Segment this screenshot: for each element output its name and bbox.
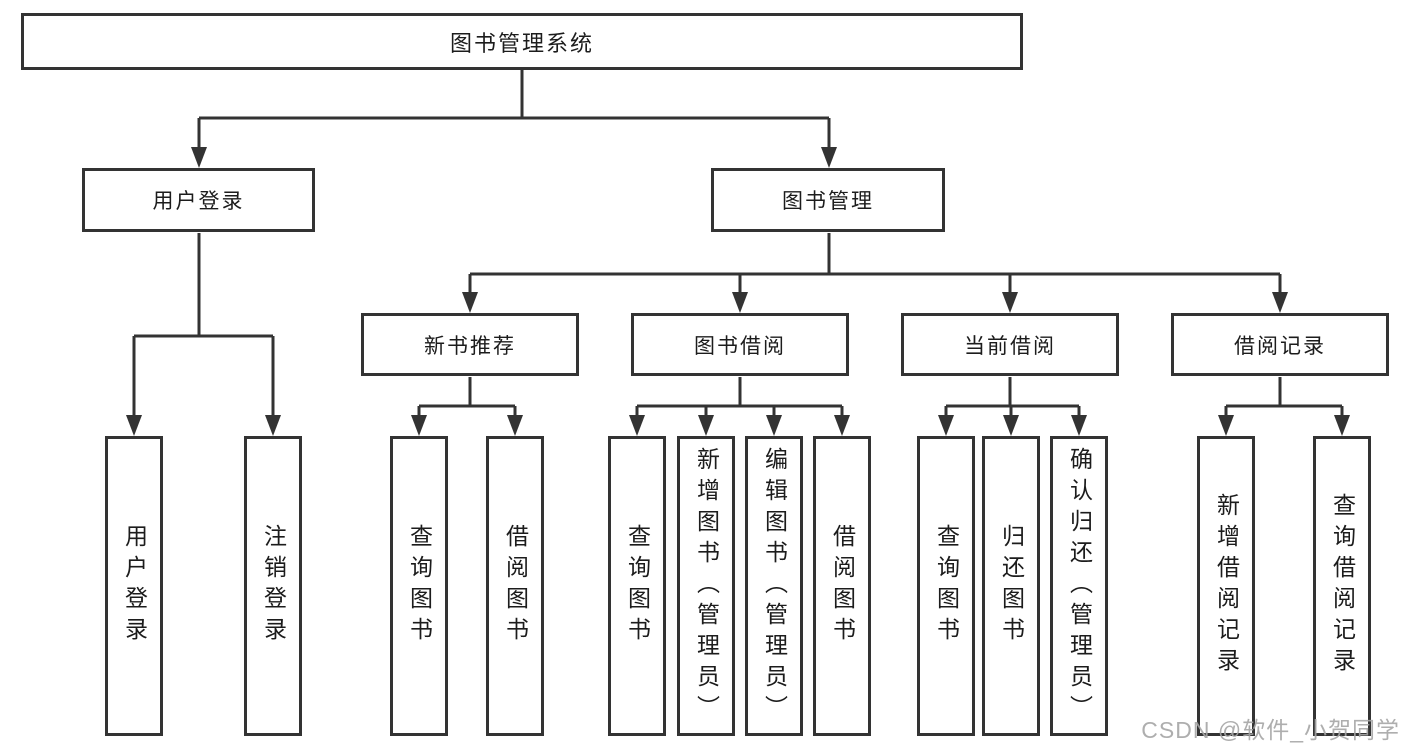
node-label: 图书管理系统 xyxy=(449,30,594,56)
leaf-edit-books-admin: 编辑图书（管理员） xyxy=(745,436,803,736)
leaf-confirm-return-admin: 确认归还（管理员） xyxy=(1050,436,1108,736)
leaf-borrow-books: 借阅图书 xyxy=(486,436,544,736)
node-borrow-records: 借阅记录 xyxy=(1171,313,1389,376)
node-label: 归还图书 xyxy=(998,524,1025,648)
node-label: 借阅图书 xyxy=(829,524,856,648)
node-new-book-recommend: 新书推荐 xyxy=(361,313,579,376)
leaf-user-login: 用户登录 xyxy=(105,436,163,736)
node-label: 注销登录 xyxy=(260,524,287,648)
node-label: 查询图书 xyxy=(933,524,960,648)
node-label: 当前借阅 xyxy=(964,334,1056,358)
node-label: 借阅图书 xyxy=(502,524,529,648)
node-label: 图书管理 xyxy=(782,190,874,213)
node-library-management-system: 图书管理系统 xyxy=(21,13,1023,70)
node-label: 新增借阅记录 xyxy=(1213,493,1240,679)
node-label: 确认归还（管理员） xyxy=(1066,446,1093,726)
leaf-return-books: 归还图书 xyxy=(982,436,1040,736)
leaf-logout: 注销登录 xyxy=(244,436,302,736)
leaf-query-books: 查询图书 xyxy=(917,436,975,736)
node-label: 新增图书（管理员） xyxy=(693,446,720,726)
node-label: 新书推荐 xyxy=(424,334,516,358)
leaf-query-borrow-record: 查询借阅记录 xyxy=(1313,436,1371,736)
leaf-add-books-admin: 新增图书（管理员） xyxy=(677,436,735,736)
node-label: 查询图书 xyxy=(406,524,433,648)
node-book-management: 图书管理 xyxy=(711,168,945,232)
node-label: 查询借阅记录 xyxy=(1329,493,1356,679)
leaf-query-books: 查询图书 xyxy=(608,436,666,736)
node-label: 借阅记录 xyxy=(1234,334,1326,358)
leaf-query-books: 查询图书 xyxy=(390,436,448,736)
leaf-add-borrow-record: 新增借阅记录 xyxy=(1197,436,1255,736)
node-user-login: 用户登录 xyxy=(82,168,315,232)
node-label: 编辑图书（管理员） xyxy=(761,446,788,726)
node-label: 用户登录 xyxy=(121,524,148,648)
node-label: 查询图书 xyxy=(624,524,651,648)
node-book-borrow: 图书借阅 xyxy=(631,313,849,376)
leaf-borrow-books: 借阅图书 xyxy=(813,436,871,736)
node-label: 用户登录 xyxy=(152,190,245,213)
node-current-borrow: 当前借阅 xyxy=(901,313,1119,376)
node-label: 图书借阅 xyxy=(694,334,786,358)
